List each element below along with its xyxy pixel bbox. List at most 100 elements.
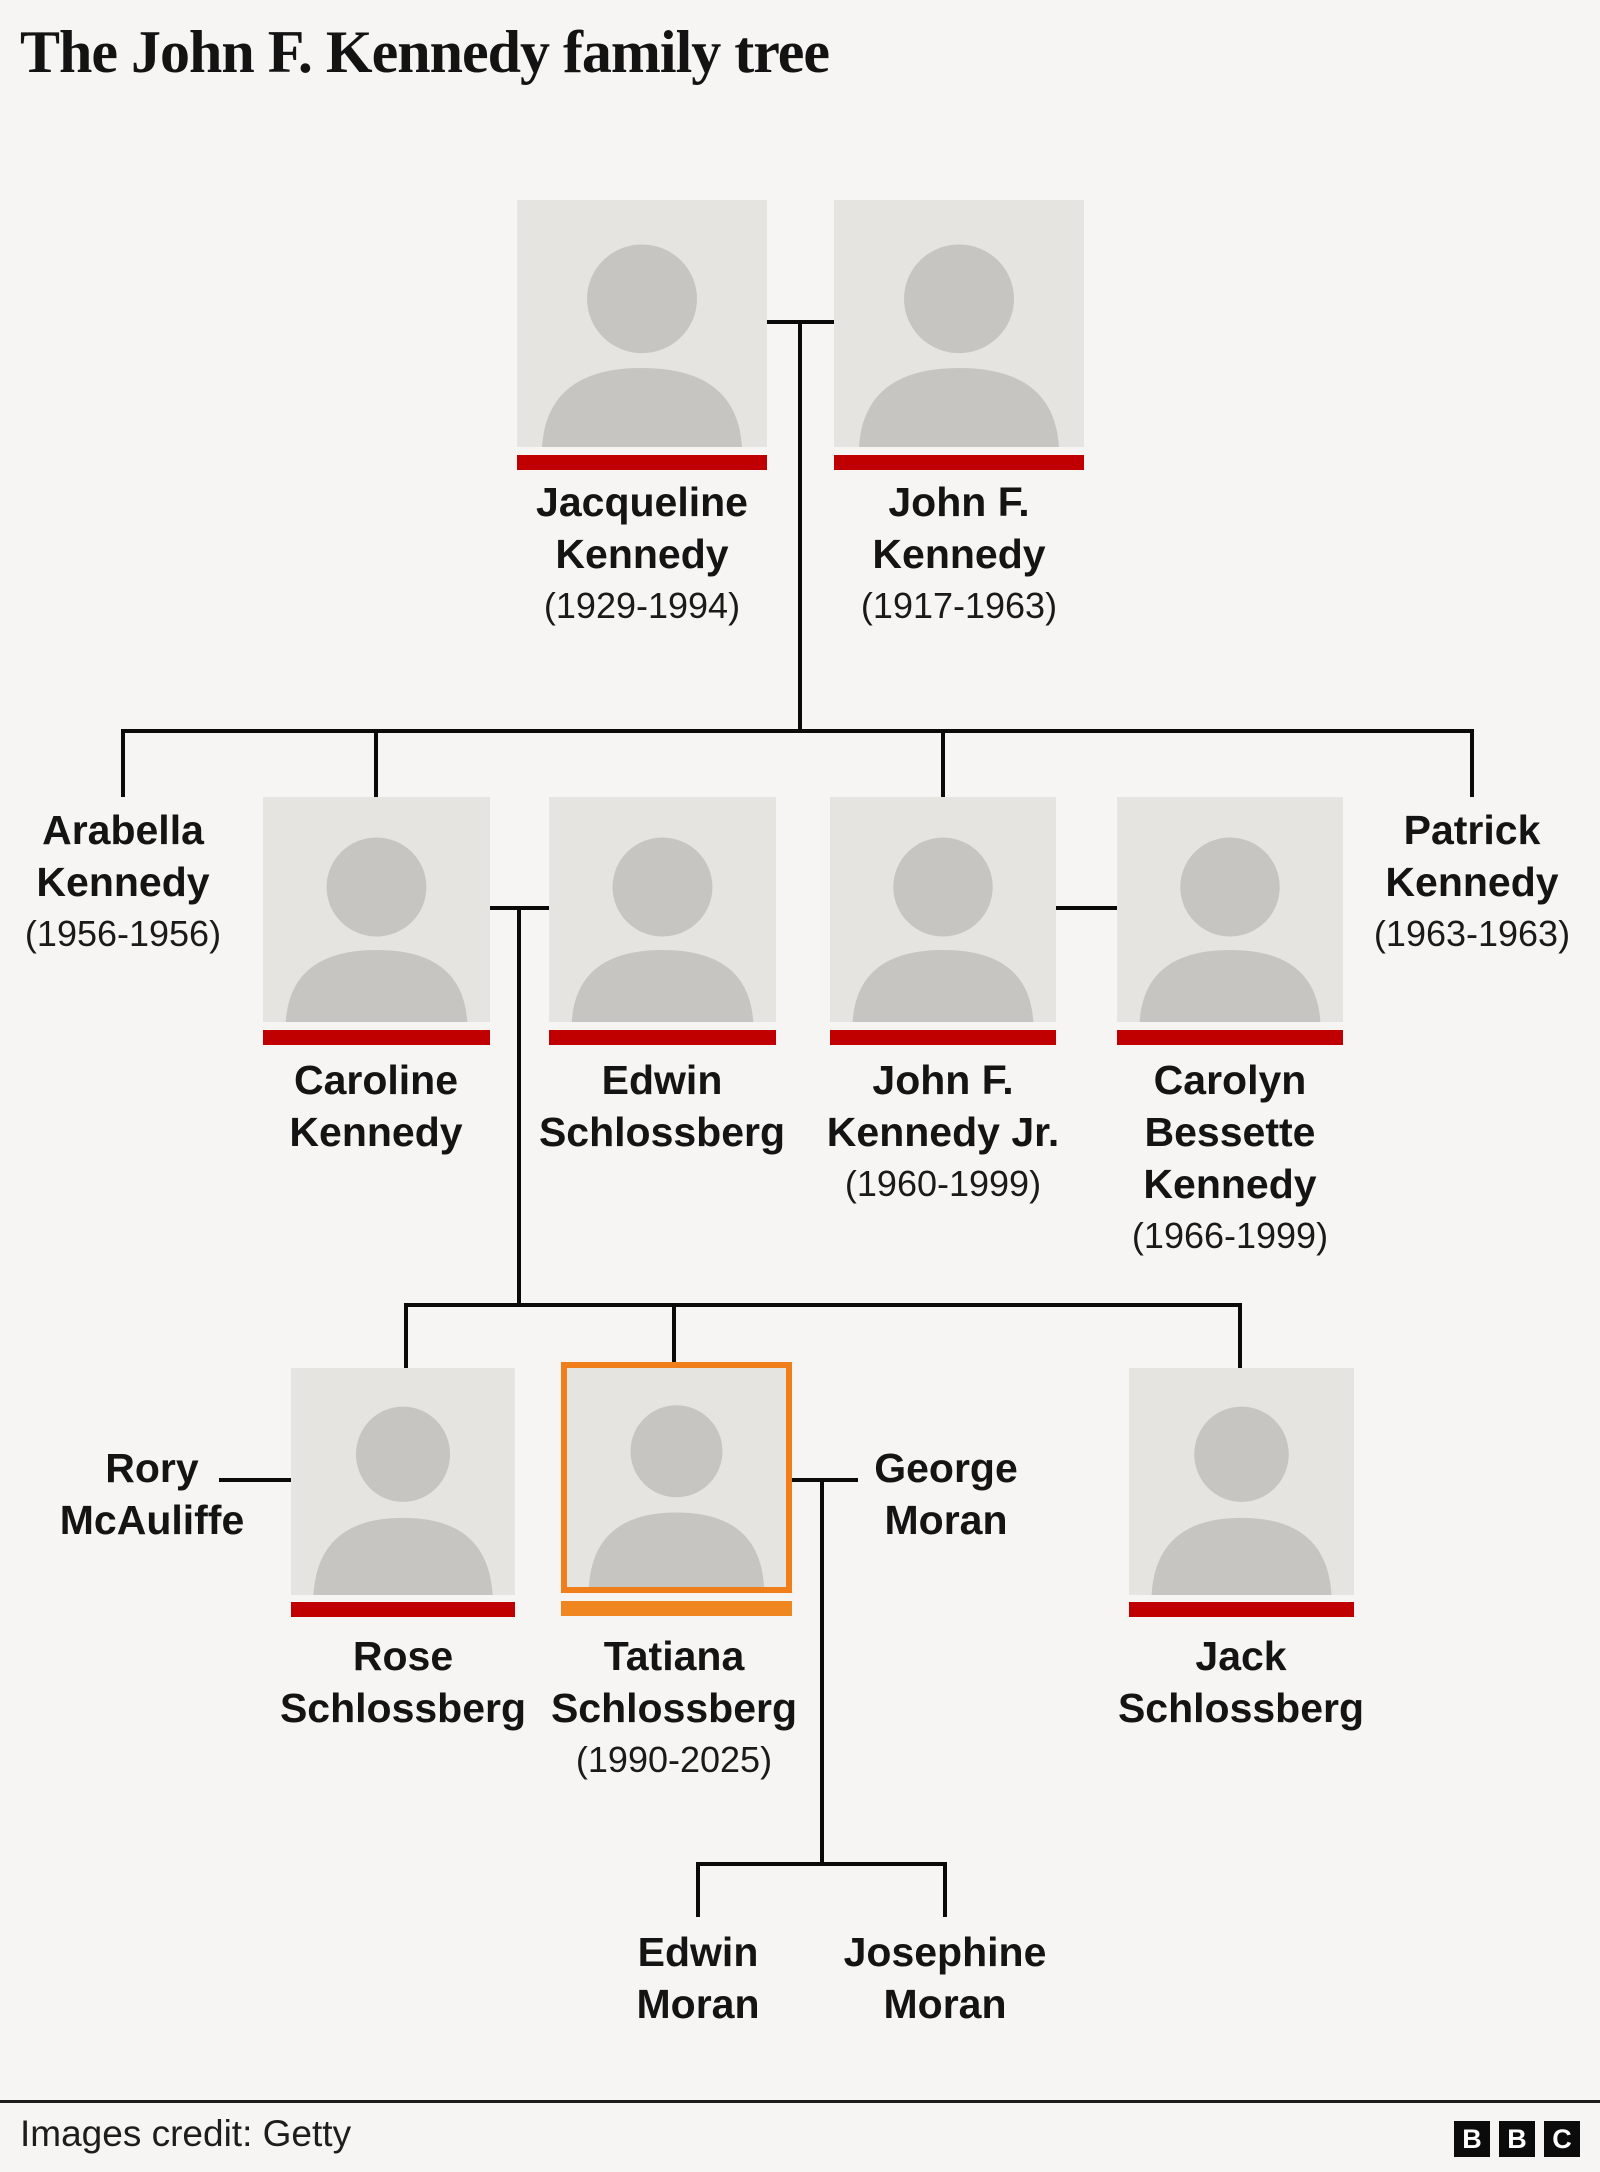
- connector-generation4-horizontal: [696, 1862, 947, 1866]
- person-silhouette-icon: [1151, 1406, 1332, 1595]
- photo-underline-bar: [549, 1030, 776, 1045]
- person-dates: (1929-1994): [543, 585, 741, 626]
- photo-underline-bar: [263, 1030, 490, 1045]
- label-edwin-schlossberg: Edwin Schlossberg: [539, 1054, 785, 1158]
- person-name-line: Rose: [352, 1633, 454, 1679]
- label-patrick-kennedy: Patrick Kennedy (1963-1963): [1374, 804, 1570, 960]
- connector-marriage-rory-rose: [219, 1478, 291, 1482]
- portrait-carolyn-bessette-kennedy: [1117, 797, 1343, 1022]
- label-caroline-kennedy: Caroline Kennedy: [289, 1054, 462, 1158]
- person-name-line: John F.: [872, 1057, 1014, 1103]
- connector-stub-edwin-moran: [696, 1866, 700, 1917]
- connector-drop-jfk-jr: [941, 733, 945, 797]
- person-silhouette-icon: [588, 1405, 765, 1587]
- person-name-line: Josephine: [843, 1929, 1047, 1975]
- person-name-line: Bessette: [1144, 1109, 1316, 1155]
- person-dates: (1917-1963): [860, 585, 1058, 626]
- label-jacqueline-kennedy: Jacqueline Kennedy (1929-1994): [536, 476, 748, 632]
- footer-divider: [0, 2100, 1600, 2103]
- person-name-line: Patrick: [1403, 807, 1541, 853]
- photo-underline-bar: [830, 1030, 1056, 1045]
- connector-drop-to-generation3: [517, 910, 521, 1307]
- person-name-line: Rory: [105, 1445, 199, 1491]
- portrait-john-f-kennedy: [834, 200, 1084, 447]
- bbc-logo-block: C: [1544, 2121, 1580, 2157]
- connector-drop-to-generation4: [820, 1482, 824, 1866]
- person-name-line: Kennedy: [555, 531, 729, 577]
- label-jack-schlossberg: Jack Schlossberg: [1118, 1630, 1364, 1734]
- label-arabella-kennedy: Arabella Kennedy (1956-1956): [25, 804, 221, 960]
- person-name-line: Moran: [883, 1981, 1007, 2027]
- person-name-line: Moran: [884, 1497, 1008, 1543]
- portrait-tatiana-schlossberg-highlighted: [561, 1362, 792, 1593]
- person-name-line: Edwin: [637, 1929, 759, 1975]
- person-silhouette-icon: [571, 837, 754, 1022]
- person-name-line: Kennedy Jr.: [826, 1109, 1060, 1155]
- portrait-jack-schlossberg: [1129, 1368, 1354, 1595]
- person-silhouette-icon: [1139, 837, 1321, 1022]
- connector-drop-tatiana: [672, 1307, 676, 1364]
- connector-drop-jack: [1238, 1307, 1242, 1368]
- person-name-line: Schlossberg: [279, 1685, 527, 1731]
- label-rose-schlossberg: Rose Schlossberg: [280, 1630, 526, 1734]
- portrait-edwin-schlossberg: [549, 797, 776, 1022]
- person-name-line: Moran: [636, 1981, 760, 2027]
- person-name-line: Edwin: [601, 1057, 723, 1103]
- connector-stub-josephine-moran: [943, 1866, 947, 1917]
- photo-underline-bar-highlight: [561, 1601, 792, 1616]
- label-john-f-kennedy: John F. Kennedy (1917-1963): [861, 476, 1057, 632]
- page-title: The John F. Kennedy family tree: [20, 19, 830, 85]
- person-name-line: McAuliffe: [59, 1497, 245, 1543]
- portrait-john-f-kennedy-jr: [830, 797, 1056, 1022]
- label-edwin-moran: Edwin Moran: [637, 1926, 760, 2030]
- connector-generation3-horizontal: [404, 1303, 1242, 1307]
- person-name-line: Kennedy: [36, 859, 210, 905]
- label-rory-mcauliffe: Rory McAuliffe: [60, 1442, 245, 1546]
- label-george-moran: George Moran: [874, 1442, 1018, 1546]
- photo-underline-bar: [291, 1602, 515, 1617]
- connector-parents-drop: [798, 322, 802, 733]
- person-name-line: Jacqueline: [536, 479, 748, 525]
- person-name-line: Caroline: [293, 1057, 459, 1103]
- portrait-rose-schlossberg: [291, 1368, 515, 1595]
- person-name-line: Kennedy: [1143, 1161, 1317, 1207]
- person-silhouette-icon: [313, 1406, 493, 1595]
- person-dates: (1966-1999): [1131, 1215, 1329, 1256]
- label-tatiana-schlossberg: Tatiana Schlossberg (1990-2025): [551, 1630, 797, 1786]
- person-name-line: Schlossberg: [550, 1685, 798, 1731]
- connector-stub-arabella: [121, 733, 125, 797]
- label-john-f-kennedy-jr: John F. Kennedy Jr. (1960-1999): [827, 1054, 1059, 1210]
- connector-stub-patrick: [1470, 733, 1474, 797]
- portrait-jacqueline-kennedy: [517, 200, 767, 447]
- person-name-line: Kennedy: [289, 1109, 463, 1155]
- photo-underline-bar: [1129, 1602, 1354, 1617]
- person-name-line: Carolyn: [1153, 1057, 1307, 1103]
- person-name-line: John F.: [888, 479, 1030, 525]
- connector-marriage-jfkjr-carolyn: [1056, 906, 1117, 910]
- connector-generation2-horizontal: [121, 729, 1474, 733]
- person-name-line: Jack: [1195, 1633, 1287, 1679]
- person-silhouette-icon: [285, 837, 468, 1022]
- connector-drop-rose: [404, 1307, 408, 1368]
- bbc-logo-block: B: [1454, 2121, 1490, 2157]
- person-name-line: George: [874, 1445, 1018, 1491]
- connector-drop-caroline: [374, 733, 378, 797]
- label-josephine-moran: Josephine Moran: [844, 1926, 1047, 2030]
- person-silhouette-icon: [852, 837, 1034, 1022]
- bbc-logo: B B C: [1454, 2121, 1580, 2157]
- person-name-line: Schlossberg: [538, 1109, 786, 1155]
- person-name-line: Schlossberg: [1117, 1685, 1365, 1731]
- bbc-logo-block: B: [1499, 2121, 1535, 2157]
- photo-underline-bar: [517, 455, 767, 470]
- photo-underline-bar: [1117, 1030, 1343, 1045]
- photo-underline-bar: [834, 455, 1084, 470]
- person-name-line: Tatiana: [603, 1633, 745, 1679]
- person-silhouette-icon: [859, 244, 1059, 447]
- person-name-line: Kennedy: [872, 531, 1046, 577]
- person-dates: (1963-1963): [1373, 913, 1571, 954]
- person-dates: (1990-2025): [575, 1739, 773, 1780]
- connector-marriage-caroline-edwin: [490, 906, 549, 910]
- portrait-caroline-kennedy: [263, 797, 490, 1022]
- person-name-line: Arabella: [42, 807, 204, 853]
